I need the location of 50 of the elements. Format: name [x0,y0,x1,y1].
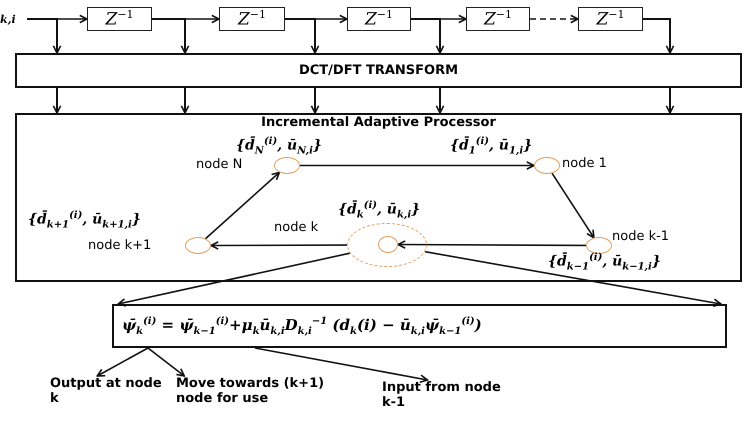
arrow [666,88,674,114]
arrow [148,347,186,377]
arrow [310,88,320,114]
arrow [397,240,586,249]
arrow [180,88,190,114]
arrow [643,18,674,54]
arrow [52,88,62,114]
arrow [285,18,320,54]
arrow [411,18,444,54]
node-circle [586,237,612,254]
node-data-label: {d̄$_{k}$$^{(i)}$, ū$_{k,i}$} [338,200,420,220]
node-name: node N [196,157,242,172]
delay-box: Z$^{−1}$ [219,7,285,31]
arrow [117,252,350,307]
annotation-text: Output at node k [50,376,168,410]
arrow [152,18,190,54]
arrow [300,161,535,170]
arrow [210,241,347,250]
annotation-text: Move towards (k+1) node for use [176,376,341,424]
node-circle [185,237,211,254]
arrow [551,172,595,238]
arrow [205,172,280,240]
annotation-text: Input from node k-1 [382,380,512,414]
arrow [530,14,579,24]
node-circle [274,157,300,174]
node-data-label: {d̄$_{N}$$^{(i)}$, ū$_{N,i}$} [236,136,322,156]
node-name: node k+1 [88,238,152,253]
node-name: node k-1 [612,229,670,244]
delay-box: Z$^{−1}$ [466,7,530,31]
delay-box: Z$^{−1}$ [87,7,152,31]
delay-box: Z$^{−1}$ [578,7,643,31]
update-equation: ψ̄$_{k}$$^{(i)}$ = ψ̄$_{k−1}$$^{(i)}$+μ$_{k}$ū$_{k,i}$D$_{k,i}$$^{−1}$ (d$_{k}$(i) − ū$_{k,i}$ψ̄$_{k−1}$$^{(i)}$) [112,304,727,348]
node-name: node 1 [562,156,607,171]
input-signal-label: k,i [0,11,27,27]
transform-block: DCT/DFT TRANSFORM [15,53,742,88]
dashed-circle [347,223,427,267]
arrow [424,250,722,308]
node-circle [378,236,398,252]
node-name: node k [274,220,318,235]
node-data-label: {d̄$_{1}$$^{(i)}$, ū$_{1,i}$} [450,136,532,156]
arrow [96,347,148,377]
arrow [254,347,428,384]
arrow [27,18,62,54]
delay-box: Z$^{−1}$ [347,7,411,31]
arrow [436,88,444,114]
node-data-label: {d̄$_{k−1}$$^{(i)}$, ū$_{k−1,i}$} [548,252,661,272]
node-data-label: {d̄$_{k+1}$$^{(i)}$, ū$_{k+1,i}$} [28,210,141,230]
processor-panel [15,113,742,282]
node-circle [534,157,560,174]
panel-title: Incremental Adaptive Processor [260,115,497,130]
